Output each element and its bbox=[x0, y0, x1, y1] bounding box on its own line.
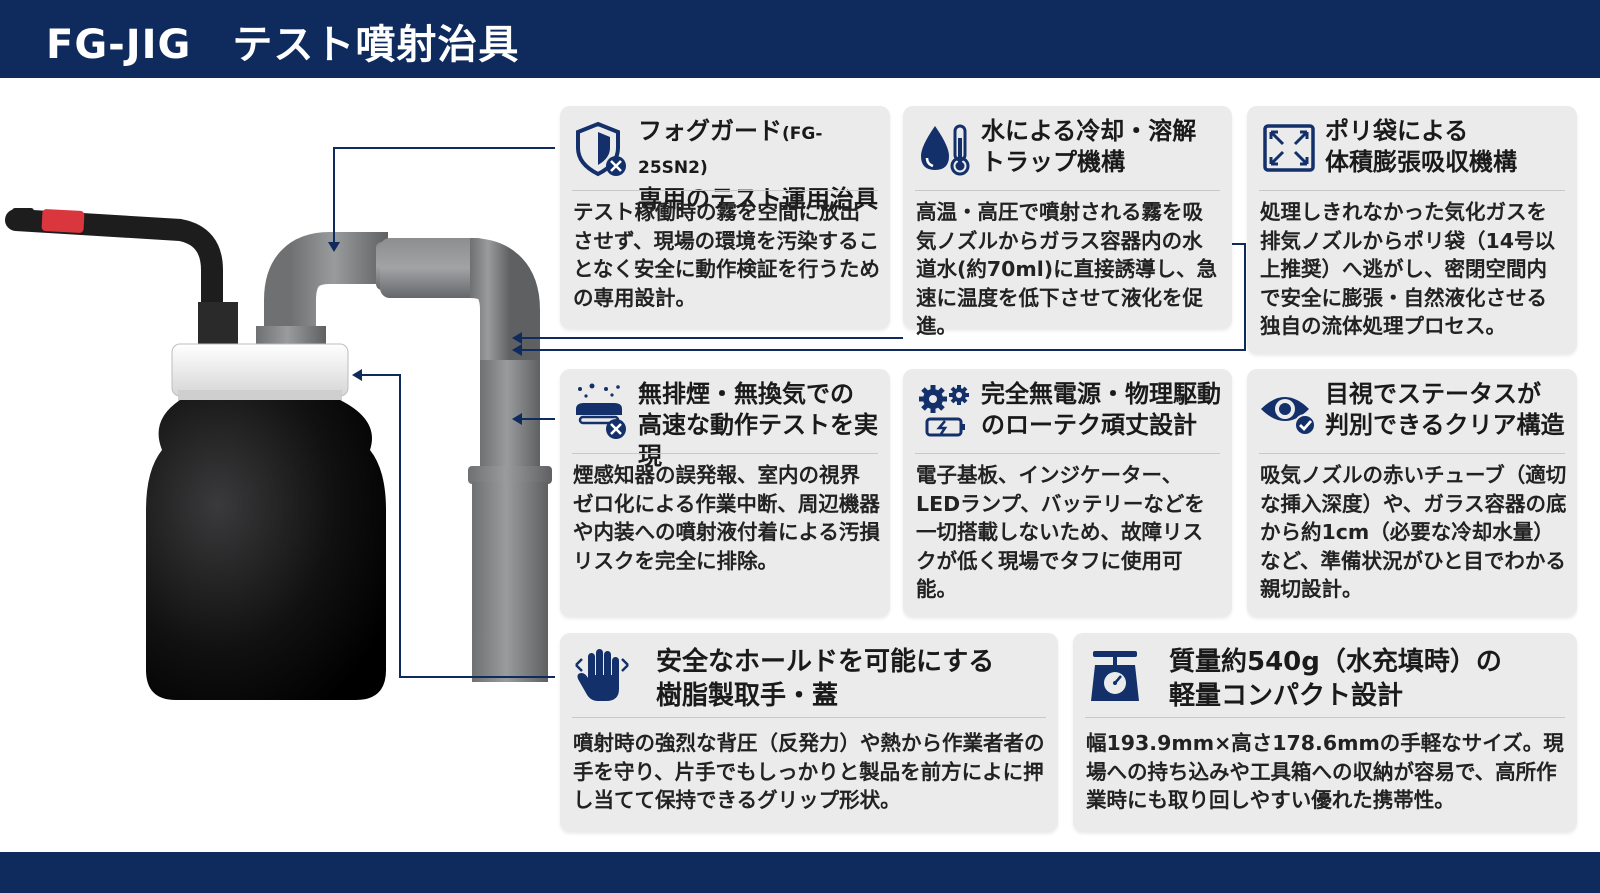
feature-card-fogguard-jig: フォグガード(FG-25SN2) 専用のテスト運用治具 テスト稼働時の霧を空間に放… bbox=[560, 106, 890, 329]
smoke-detector-x-icon bbox=[576, 383, 626, 439]
card-title-line2: 専用のテスト運用治具 bbox=[638, 185, 878, 213]
expand-arrows-icon bbox=[1263, 124, 1315, 172]
product-image bbox=[5, 208, 552, 700]
feature-card-water-trap: 水による冷却・溶解 トラップ機構 高温・高圧で噴射される霧を吸気ノズルからガラス… bbox=[903, 106, 1232, 338]
card-title: 目視でステータスが 判別できるクリア構造 bbox=[1325, 380, 1565, 439]
card-title: 安全なホールドを可能にする 樹脂製取手・蓋 bbox=[656, 647, 995, 711]
header-bar: FG-JIG テスト噴射治具 bbox=[0, 0, 1600, 78]
card-title: ポリ袋による 体積膨張吸収機構 bbox=[1325, 117, 1517, 176]
card-body: 電子基板、インジケーター、LEDランプ、バッテリーなどを一切搭載しないため、故障… bbox=[916, 463, 1205, 602]
feature-card-no-smoke: 無排煙・無換気での 高速な動作テストを実現 煙感知器の誤発報、室内の視界ゼロ化に… bbox=[560, 369, 890, 617]
card-title: 質量約540g（水充填時）の 軽量コンパクト設計 bbox=[1169, 647, 1502, 711]
card-title-model: (FG-25SN2) bbox=[638, 124, 823, 178]
card-body: 処理しきれなかった気化ガスを排気ノズルからポリ袋（14号以上推奨）へ逃がし、密閉… bbox=[1260, 200, 1556, 339]
scale-weight-icon bbox=[1091, 651, 1139, 701]
eye-check-icon bbox=[1261, 397, 1316, 436]
card-body: 噴射時の強烈な背圧（反発力）や熱から作業者者の手を守り、片手でもしっかりと製品を… bbox=[573, 731, 1045, 813]
card-divider bbox=[572, 453, 878, 454]
card-body: テスト稼働時の霧を空間に放出させず、現場の環境を汚染することなく安全に動作検証を… bbox=[573, 200, 880, 310]
footer-bar bbox=[0, 852, 1600, 893]
gears-battery-icon bbox=[919, 385, 969, 437]
card-divider bbox=[572, 717, 1046, 718]
water-thermometer-icon bbox=[921, 124, 970, 176]
page-title: FG-JIG テスト噴射治具 bbox=[46, 22, 520, 68]
card-title: 水による冷却・溶解 トラップ機構 bbox=[981, 117, 1197, 176]
feature-card-bag-expansion: ポリ袋による 体積膨張吸収機構 処理しきれなかった気化ガスを排気ノズルからポリ袋… bbox=[1247, 106, 1577, 354]
card-body: 幅193.9mm×高さ178.6mmの手軽なサイズ。現場への持ち込みや工具箱への… bbox=[1086, 731, 1564, 813]
card-body: 煙感知器の誤発報、室内の視界ゼロ化による作業中断、周辺機器や内装への噴射液付着に… bbox=[573, 463, 880, 573]
card-divider bbox=[915, 190, 1220, 191]
card-body: 高温・高圧で噴射される霧を吸気ノズルからガラス容器内の水道水(約70ml)に直接… bbox=[916, 200, 1218, 339]
card-title: 無排煙・無換気での 高速な動作テストを実現 bbox=[638, 380, 878, 470]
shield-x-icon bbox=[576, 121, 626, 177]
card-divider bbox=[1259, 453, 1565, 454]
card-divider bbox=[1085, 717, 1565, 718]
hand-grip-icon bbox=[575, 649, 629, 701]
card-divider bbox=[1259, 190, 1565, 191]
card-divider bbox=[572, 190, 878, 191]
card-title: 完全無電源・物理駆動 のローテク頑丈設計 bbox=[981, 380, 1221, 439]
feature-card-clear-structure: 目視でステータスが 判別できるクリア構造 吸気ノズルの赤いチューブ（適切な挿入深… bbox=[1247, 369, 1577, 617]
card-divider bbox=[915, 453, 1220, 454]
feature-card-no-power: 完全無電源・物理駆動 のローテク頑丈設計 電子基板、インジケーター、LEDランプ… bbox=[903, 369, 1232, 617]
card-title: フォグガード(FG-25SN2) 専用のテスト運用治具 bbox=[638, 116, 880, 215]
card-title-main: フォグガード bbox=[638, 117, 782, 145]
feature-card-lightweight: 質量約540g（水充填時）の 軽量コンパクト設計 幅193.9mm×高さ178.… bbox=[1073, 633, 1577, 832]
feature-card-resin-handle: 安全なホールドを可能にする 樹脂製取手・蓋 噴射時の強烈な背圧（反発力）や熱から… bbox=[560, 633, 1058, 832]
card-body: 吸気ノズルの赤いチューブ（適切な挿入深度）や、ガラス容器の底から約1cm（必要な… bbox=[1260, 463, 1567, 602]
